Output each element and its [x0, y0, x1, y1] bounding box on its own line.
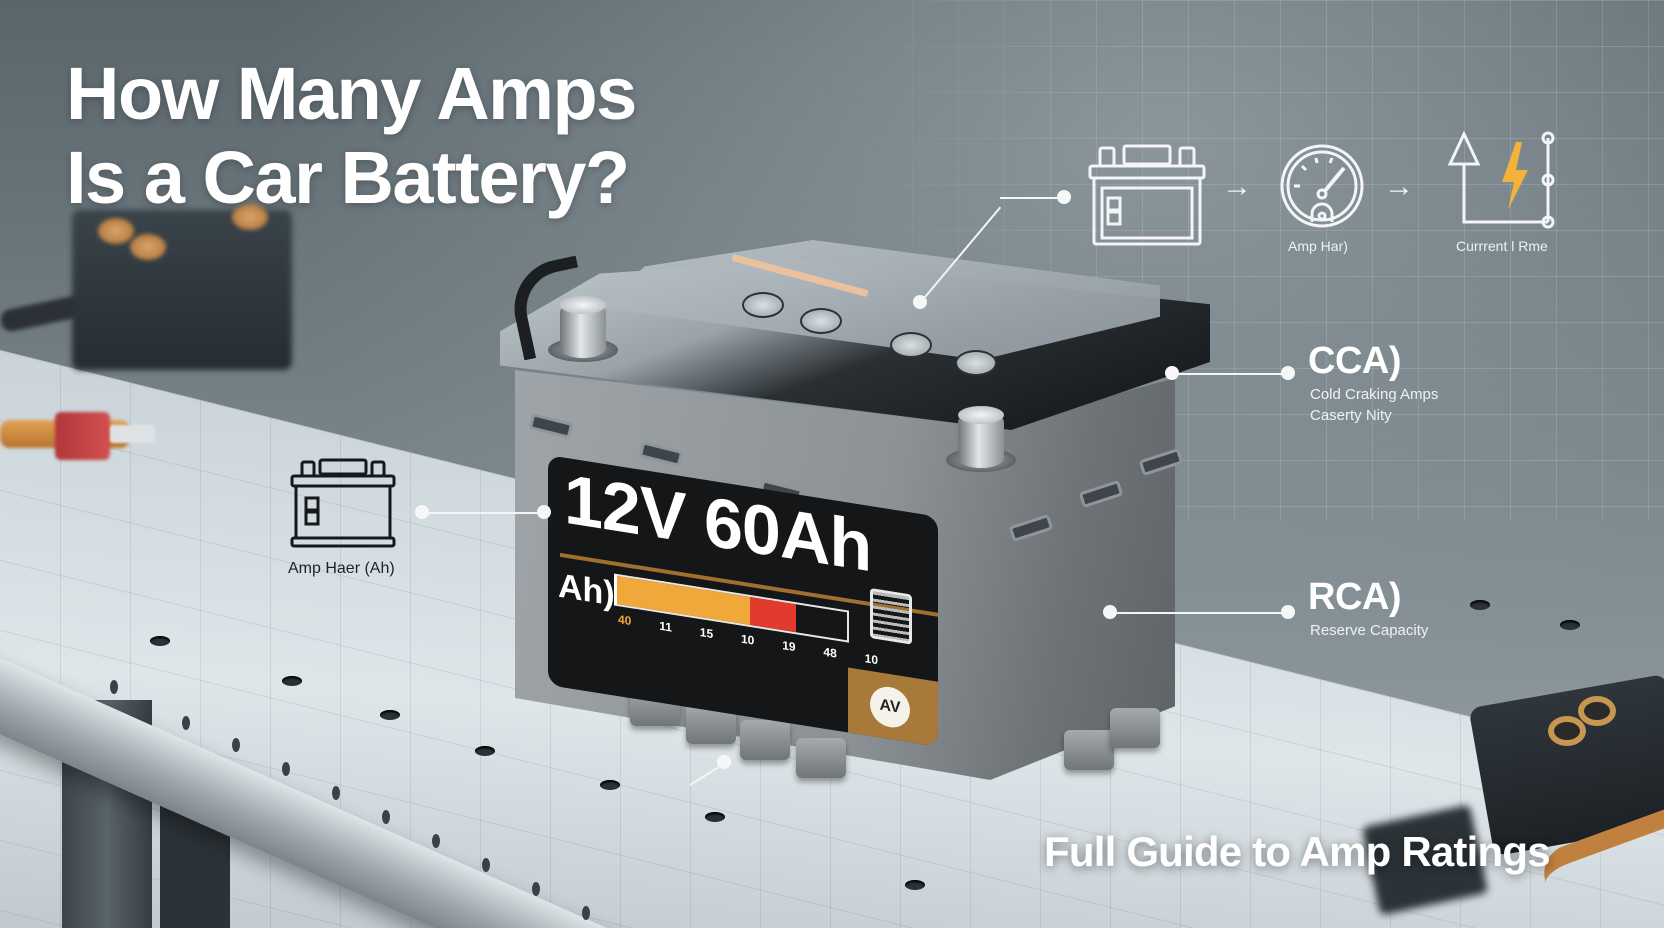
bench-hole [380, 710, 400, 720]
background-pin [110, 425, 155, 443]
gauge-icon [1280, 144, 1364, 228]
gauge-tick: 40 [618, 612, 632, 629]
battery-icon [1088, 144, 1206, 246]
gauge-tick: 10 [740, 631, 755, 648]
callout-desc-cca: Cold Craking Amps [1310, 386, 1439, 403]
bench-hole [475, 746, 495, 756]
battery-foot [740, 720, 790, 760]
callout-dot [1281, 366, 1295, 380]
bench-hole [705, 812, 725, 822]
bench-hole [150, 636, 170, 646]
callout-dot [1281, 605, 1295, 619]
vent-cap [742, 292, 784, 318]
bench-hole [600, 780, 620, 790]
callout-line-cca [1172, 373, 1286, 375]
background-terminal [130, 234, 166, 260]
callout-dot [537, 505, 551, 519]
subtitle: Full Guide to Amp Ratings [1044, 828, 1551, 875]
battery-foot [1064, 730, 1114, 770]
background-terminal [98, 218, 134, 244]
vent-cap [800, 308, 842, 334]
callout-dot [1103, 605, 1117, 619]
callout-label-ah: Amp Haer (Ah) [288, 560, 395, 577]
callout-title-cca: CCA) [1308, 340, 1401, 382]
background-terminal [1578, 696, 1616, 726]
gauge-fill-red [750, 597, 797, 633]
edge-hole [432, 834, 440, 848]
flow-label-amp-hour: Amp Har) [1288, 238, 1348, 254]
flow-label-current: Currrent l Rme [1456, 238, 1548, 254]
callout-desc-rca: Reserve Capacity [1310, 622, 1429, 639]
edge-hole [232, 738, 240, 752]
vent-cap [955, 350, 997, 376]
vent-cap [890, 332, 932, 358]
title-line-2: Is a Car Battery? [66, 136, 630, 219]
qr-code-icon [870, 587, 912, 645]
edge-hole [532, 882, 540, 896]
edge-hole [332, 786, 340, 800]
background-terminal [1548, 716, 1586, 746]
gauge-prefix: Ah) [558, 566, 615, 614]
edge-hole [582, 906, 590, 920]
callout-line-ah [422, 512, 544, 514]
connector-dot [913, 295, 927, 309]
battery-outline-icon [290, 458, 396, 548]
callout-dot [1165, 366, 1179, 380]
callout-desc-cca-2: Caserty Nity [1310, 407, 1392, 424]
edge-hole [482, 858, 490, 872]
gauge-tick: 19 [782, 638, 796, 655]
edge-hole [382, 810, 390, 824]
connector-dot [1057, 190, 1071, 204]
arrow-right-icon: → [1384, 170, 1414, 203]
edge-hole [110, 680, 118, 694]
background-terminal [232, 204, 268, 230]
bench-hole [1560, 620, 1580, 630]
title-line-1: How Many Amps [66, 52, 637, 135]
terminal-top [560, 296, 606, 314]
current-lightning-icon [1448, 130, 1555, 229]
gauge-tick: 15 [699, 625, 714, 642]
gauge-tick: 11 [659, 618, 672, 635]
battery-foot [1110, 708, 1160, 748]
battery-foot [796, 738, 846, 778]
background-clip [55, 412, 110, 460]
connector-dot [717, 755, 731, 769]
bench-hole [1470, 600, 1490, 610]
terminal-top [958, 406, 1004, 424]
arrow-right-icon: → [1222, 170, 1252, 203]
edge-hole [282, 762, 290, 776]
connector-line [1000, 197, 1064, 199]
callout-title-rca: RCA) [1308, 576, 1401, 618]
bench-hole [282, 676, 302, 686]
gauge-tick: 48 [823, 644, 837, 661]
bench-hole [905, 880, 925, 890]
callout-dot [415, 505, 429, 519]
page-title: How Many Amps Is a Car Battery? [66, 52, 637, 220]
edge-hole [182, 716, 190, 730]
callout-line-rca [1110, 612, 1288, 614]
